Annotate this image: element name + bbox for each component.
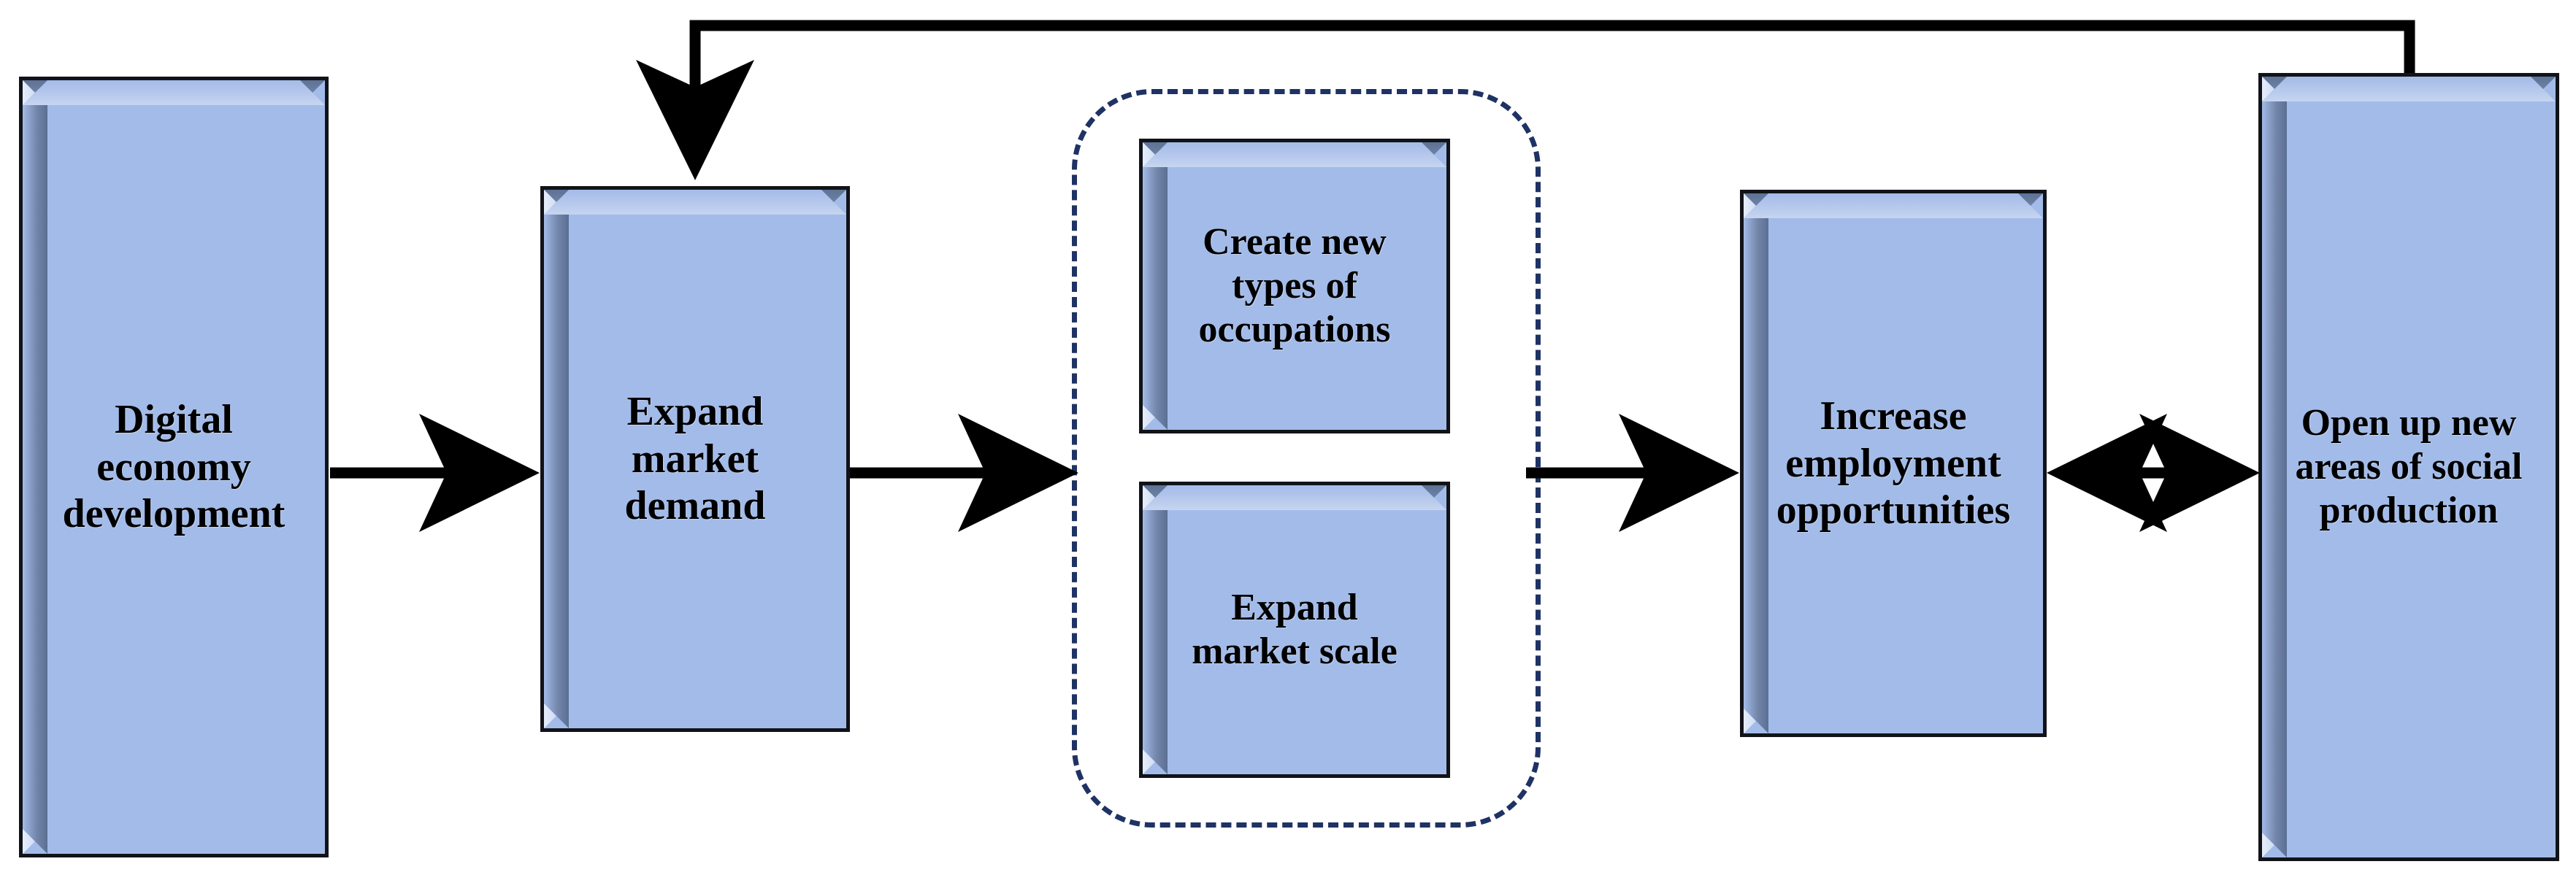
node-label-create-new-occupations: Create new types of occupations — [1198, 220, 1391, 351]
connector-feedback-loop — [636, 20, 2415, 180]
node-label-open-new-production-areas: Open up new areas of social production — [2295, 401, 2523, 532]
node-label-expand-market-demand: Expand market demand — [624, 388, 766, 529]
node-label-increase-employment: Increase employment opportunities — [1776, 393, 2011, 533]
node-label-digital-economy-development: Digital economy development — [62, 396, 285, 537]
node-label-expand-market-scale: Expand market scale — [1192, 586, 1398, 672]
